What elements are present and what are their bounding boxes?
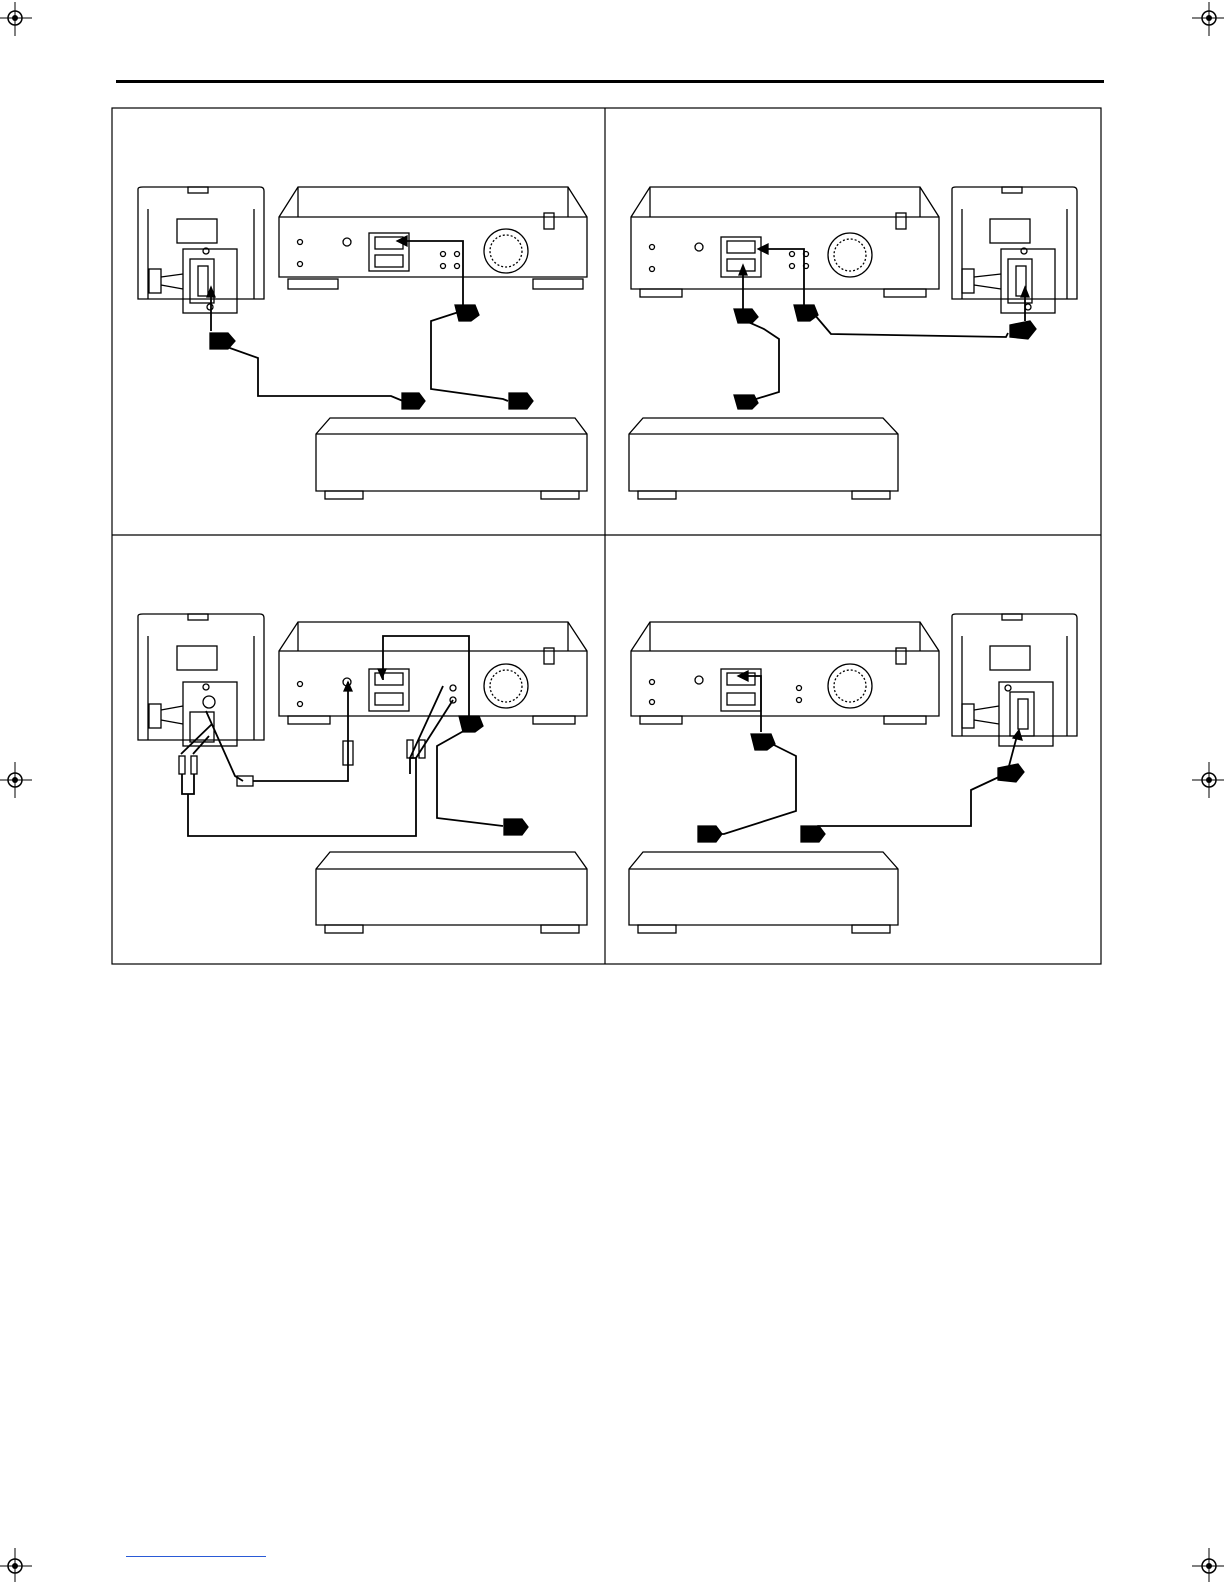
panel-top-left: [113, 109, 604, 534]
panel-bottom-left: [113, 536, 604, 963]
footer-link-rule: [126, 1556, 266, 1557]
tv-rear-icon: [952, 187, 1077, 313]
scart-cable: [714, 676, 1018, 834]
tv-rear-icon: [952, 614, 1077, 746]
tv-rear-icon: [138, 614, 264, 746]
player-rear-icon: [279, 187, 587, 289]
vcr-box-icon: [316, 852, 587, 933]
scart-plug-icon: [459, 716, 528, 835]
vcr-box-icon: [629, 418, 898, 499]
vcr-box-icon: [629, 852, 898, 933]
panel-bottom-right: [606, 536, 1100, 963]
player-rear-icon: [631, 187, 939, 297]
rca-plug-icon: [179, 740, 425, 774]
player-rear-icon: [631, 622, 939, 724]
svideo-plug-icon: [237, 741, 353, 786]
av-cables: [181, 636, 503, 836]
tv-rear-icon: [138, 187, 264, 313]
vcr-box-icon: [316, 418, 587, 499]
panel-top-right: [606, 109, 1100, 534]
scart-cable: [743, 249, 1025, 401]
